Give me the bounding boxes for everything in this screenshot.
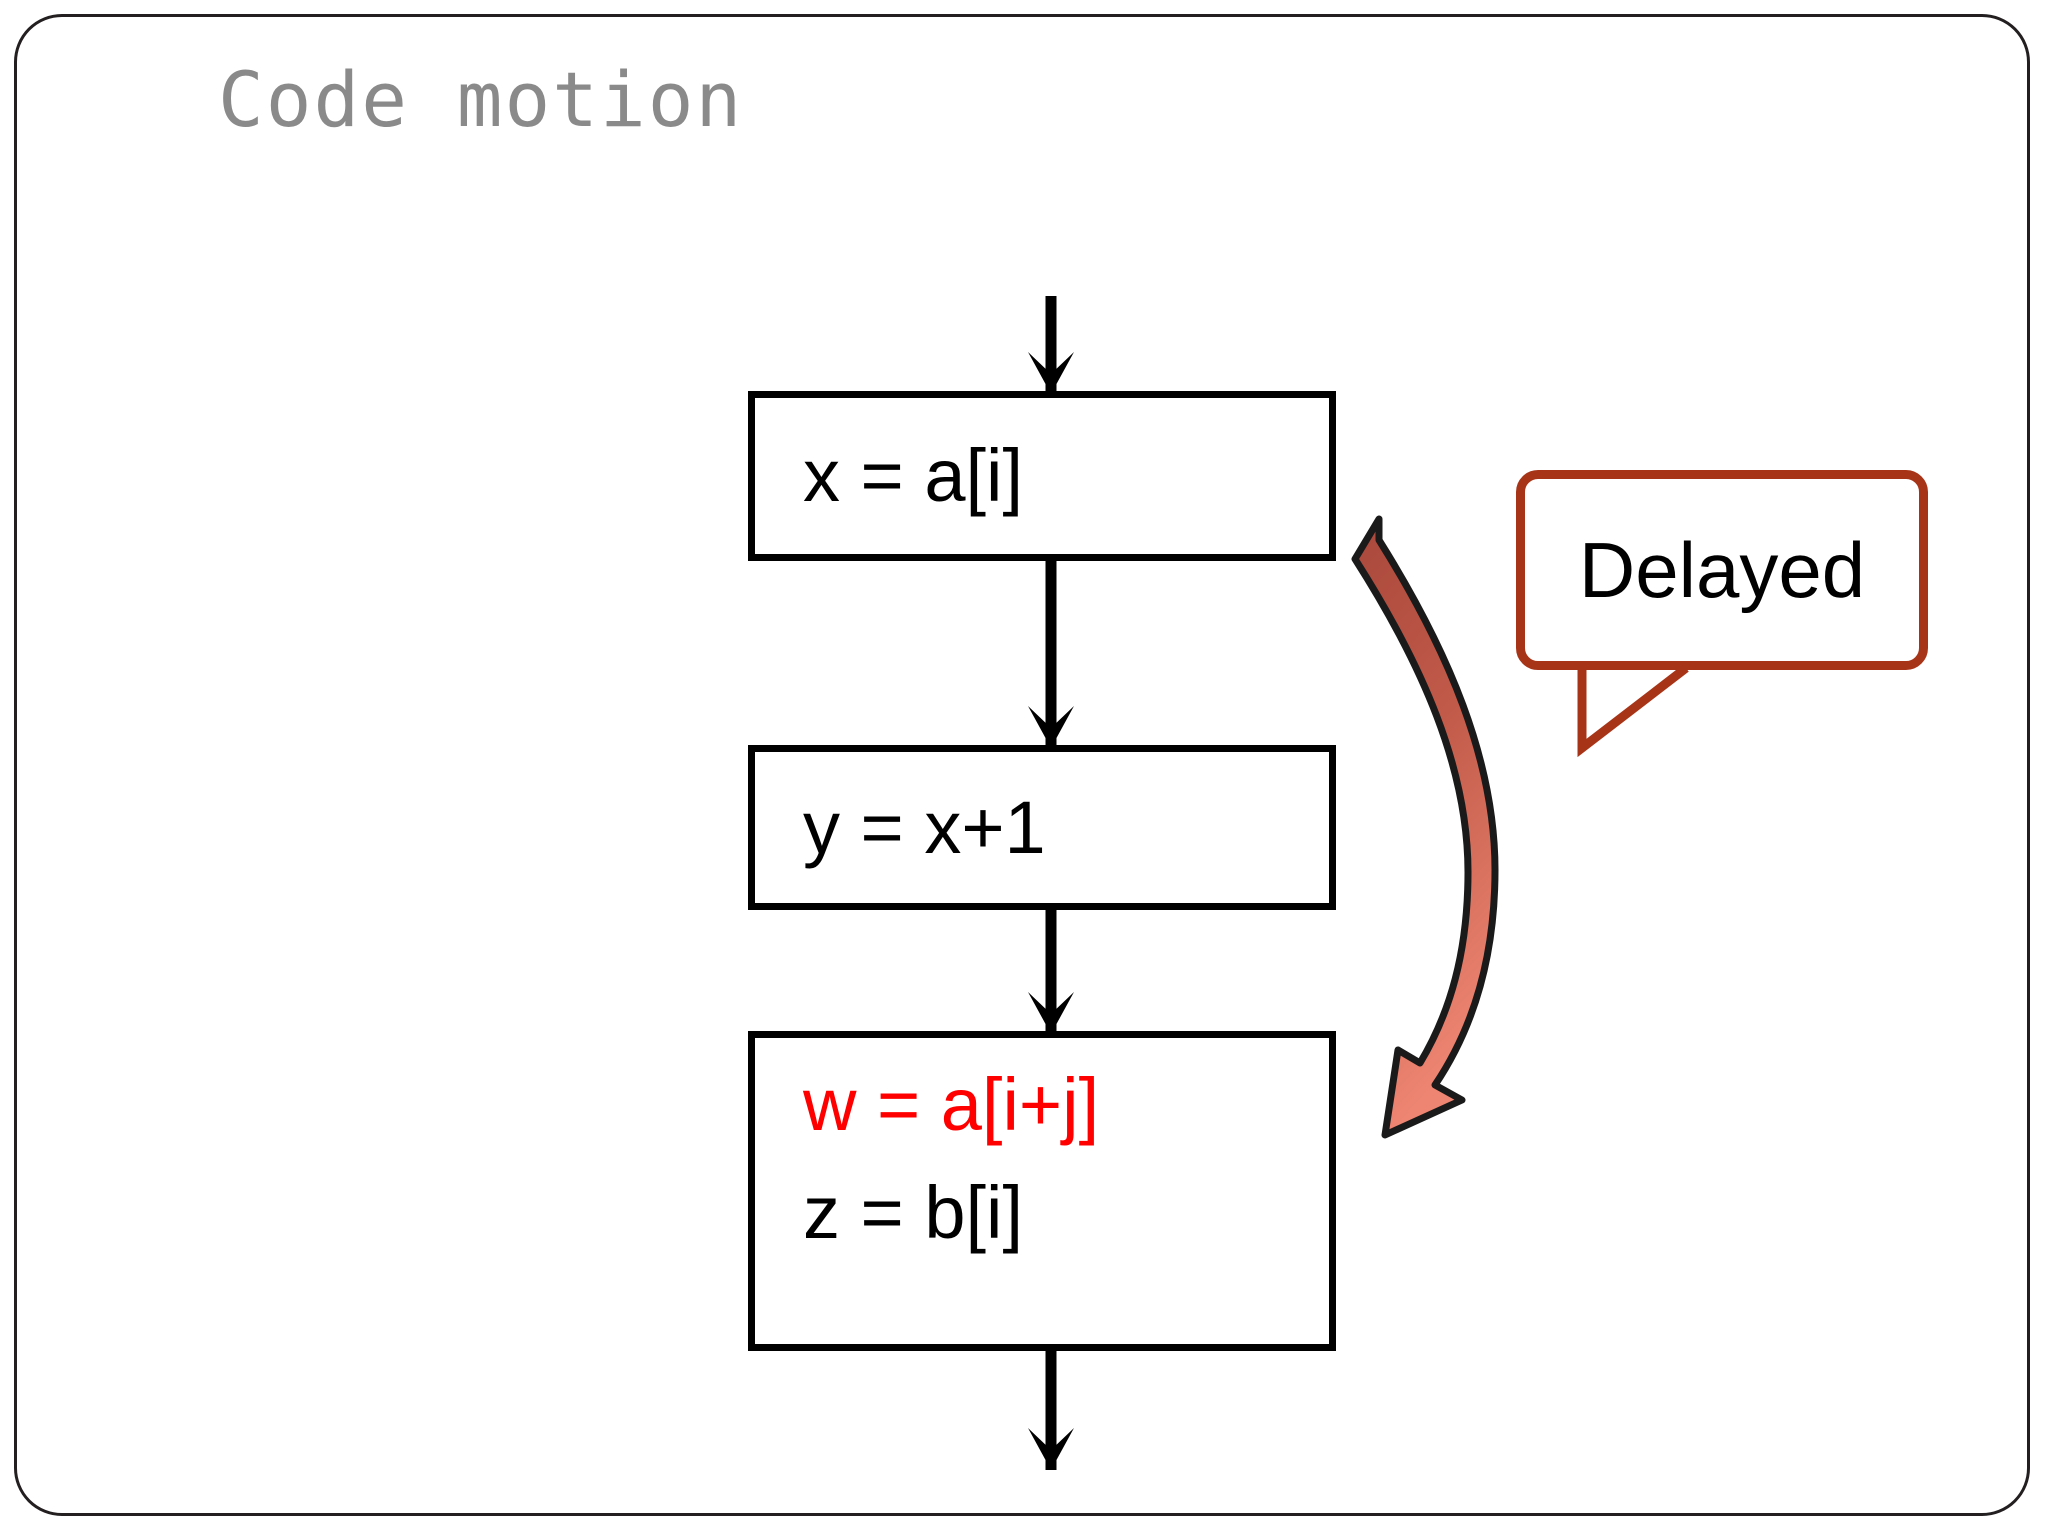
flow-block-1-line-1: x = a[i]: [803, 434, 1024, 517]
delayed-callout-label: Delayed: [1578, 526, 1866, 614]
page-title: Code motion: [218, 55, 744, 144]
flow-block-3[interactable]: w = a[i+j] z = b[i]: [748, 1031, 1336, 1351]
edge-block-2-to-block-3: [1028, 908, 1074, 1034]
edge-block-3-to-exit: [1028, 1348, 1074, 1470]
edge-block-1-to-block-2: [1028, 558, 1074, 748]
flow-block-1[interactable]: x = a[i]: [748, 391, 1336, 561]
flow-block-3-line-1-highlighted: w = a[i+j]: [803, 1063, 1100, 1146]
callout-tail: [1577, 663, 1689, 758]
delayed-callout[interactable]: Delayed: [1516, 470, 1928, 670]
flow-block-3-line-2: z = b[i]: [803, 1171, 1024, 1254]
edge-entry-to-block-1: [1028, 296, 1074, 394]
code-motion-curved-arrow: [1351, 515, 1499, 1139]
flow-block-2[interactable]: y = x+1: [748, 745, 1336, 910]
flow-block-2-line-1: y = x+1: [803, 785, 1046, 869]
